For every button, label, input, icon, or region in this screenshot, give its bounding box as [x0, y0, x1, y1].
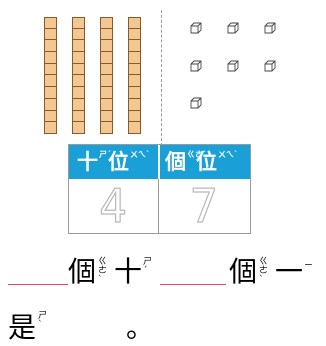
rod-unit-cell: [72, 87, 85, 99]
rod-unit-cell: [100, 98, 113, 111]
sentence-word-ge-2: 個: [229, 255, 258, 288]
rod-unit-cell: [100, 122, 113, 134]
ones-digit: 7: [190, 178, 219, 233]
rod-unit-cell: [72, 63, 85, 76]
ones-header-char-1: 個: [165, 150, 186, 174]
rod-unit-cell: [128, 122, 141, 134]
rod-unit-cell: [44, 98, 57, 111]
rod-unit-cell: [44, 110, 57, 123]
answer-blank-tens[interactable]: [8, 284, 68, 285]
zhuyin-ge-1: ㄍㄜˋ: [98, 257, 108, 285]
unit-cube-icon: [264, 22, 276, 34]
ones-header-char-2: 位: [196, 150, 217, 174]
rod-unit-cell: [44, 75, 57, 88]
rod-unit-cell: [44, 28, 57, 41]
unit-cube-icon: [227, 22, 239, 34]
dashed-divider: [161, 10, 162, 146]
rod-unit-cell: [100, 40, 113, 53]
rod-unit-cell: [72, 110, 85, 123]
tens-rod: [128, 17, 141, 134]
sentence-word-yi: 一: [275, 255, 304, 288]
rod-unit-cell: [72, 28, 85, 41]
ones-header-zhuyin-1: ㄍㄜˋ: [187, 150, 207, 159]
sentence-word-shi: 十: [114, 255, 143, 288]
rod-unit-cell: [100, 110, 113, 123]
answer-blank-total[interactable]: [52, 336, 122, 337]
rod-unit-cell: [128, 40, 141, 53]
unit-cube-icon: [264, 60, 276, 72]
rod-unit-cell: [44, 52, 57, 64]
answer-blank-ones[interactable]: [160, 284, 226, 285]
zhuyin-ge-2: ㄍㄜˋ: [259, 257, 269, 285]
tens-rod: [72, 17, 85, 134]
sentence-word-ge-1: 個: [68, 255, 97, 288]
rod-unit-cell: [72, 122, 85, 134]
rod-unit-cell: [72, 40, 85, 53]
header-divider: [158, 145, 160, 179]
rod-unit-cell: [44, 40, 57, 53]
tens-header-char-1: 十: [77, 150, 98, 174]
rod-unit-cell: [100, 17, 113, 29]
column-divider: [158, 145, 159, 233]
rod-unit-cell: [44, 17, 57, 29]
rod-unit-cell: [72, 52, 85, 64]
rod-unit-cell: [128, 28, 141, 41]
zhuyin-shi-1: ㄕˊ: [143, 257, 153, 276]
place-value-table: 十ㄕˊ位ㄨㄟˋ 個ㄍㄜˋ位ㄨㄟˋ 4 7: [68, 144, 251, 234]
rod-unit-cell: [128, 52, 141, 64]
rod-unit-cell: [128, 75, 141, 88]
rod-unit-cell: [100, 75, 113, 88]
rod-unit-cell: [100, 63, 113, 76]
rod-unit-cell: [100, 28, 113, 41]
rod-unit-cell: [72, 75, 85, 88]
tens-digit: 4: [99, 178, 128, 233]
zhuyin-shi-4: ㄕˋ: [38, 311, 48, 330]
rod-unit-cell: [100, 52, 113, 64]
rod-unit-cell: [44, 122, 57, 134]
ones-header-zhuyin-2: ㄨㄟˋ: [218, 151, 238, 159]
rod-unit-cell: [44, 63, 57, 76]
sentence-word-shi-4: 是: [8, 311, 37, 344]
tens-place-header: 十ㄕˊ位ㄨㄟˋ: [77, 147, 150, 177]
rod-unit-cell: [128, 87, 141, 99]
unit-cube-icon: [190, 97, 202, 109]
tens-rod: [100, 17, 113, 134]
rod-unit-cell: [100, 87, 113, 99]
rod-unit-cell: [128, 63, 141, 76]
unit-cube-icon: [190, 60, 202, 72]
rod-unit-cell: [72, 98, 85, 111]
tens-header-zhuyin-2: ㄨㄟˋ: [130, 151, 150, 159]
zhuyin-yi: ㄧ: [304, 261, 314, 271]
ones-place-header: 個ㄍㄜˋ位ㄨㄟˋ: [165, 147, 238, 177]
tens-header-zhuyin-1: ㄕˊ: [99, 150, 111, 159]
unit-cube-icon: [190, 22, 202, 34]
unit-cube-icon: [227, 60, 239, 72]
tens-rod: [44, 17, 57, 134]
sentence-period: 。: [126, 311, 155, 344]
rod-unit-cell: [44, 87, 57, 99]
rod-unit-cell: [128, 17, 141, 29]
tens-header-char-2: 位: [108, 150, 129, 174]
rod-unit-cell: [72, 17, 85, 29]
rod-unit-cell: [128, 110, 141, 123]
rod-unit-cell: [128, 98, 141, 111]
